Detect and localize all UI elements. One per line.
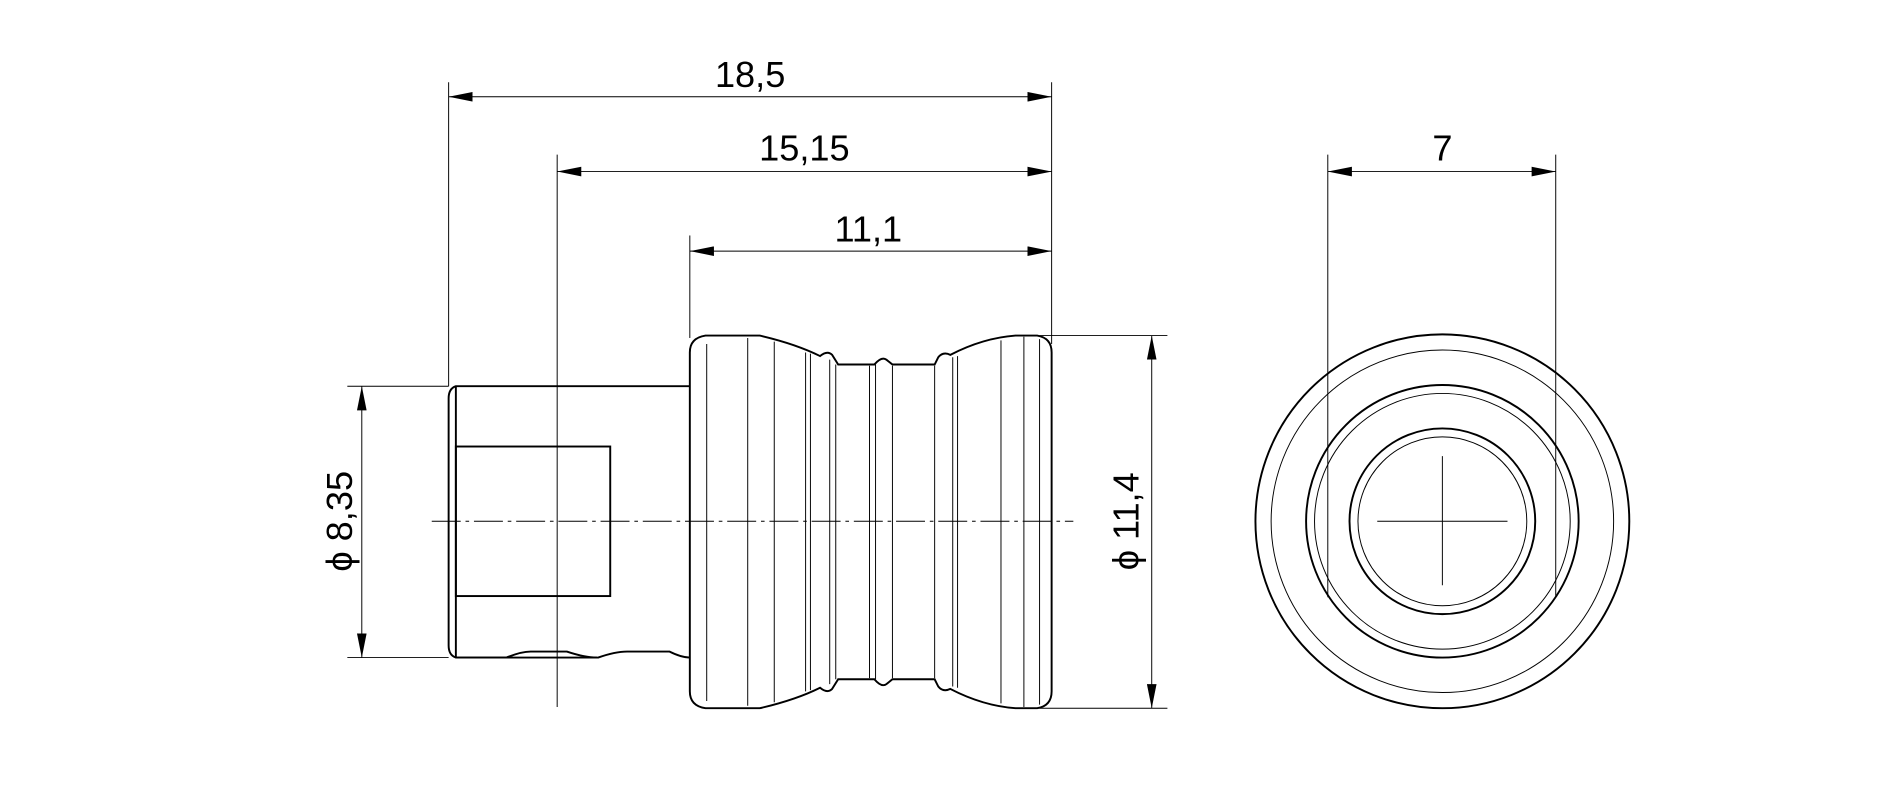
extension-lines: [347, 82, 1557, 709]
shank-outline: [447, 385, 690, 659]
dimension-lines: [356, 91, 1556, 709]
dim-shank-diameter: ϕ 8,35: [319, 471, 360, 572]
dim-end-view-width: 7: [1432, 128, 1452, 169]
end-view: [1254, 333, 1631, 710]
dim-body-diameter: ϕ 11,4: [1105, 472, 1146, 570]
side-view: [431, 334, 1074, 710]
dim-length-to-hole: 15,15: [759, 128, 849, 169]
dim-overall-length: 18,5: [715, 54, 785, 95]
body-turning-lines: [706, 336, 1041, 708]
shank-bottom-groove: [455, 650, 597, 659]
dim-body-length: 11,1: [834, 208, 902, 249]
body-outline: [688, 334, 1053, 710]
